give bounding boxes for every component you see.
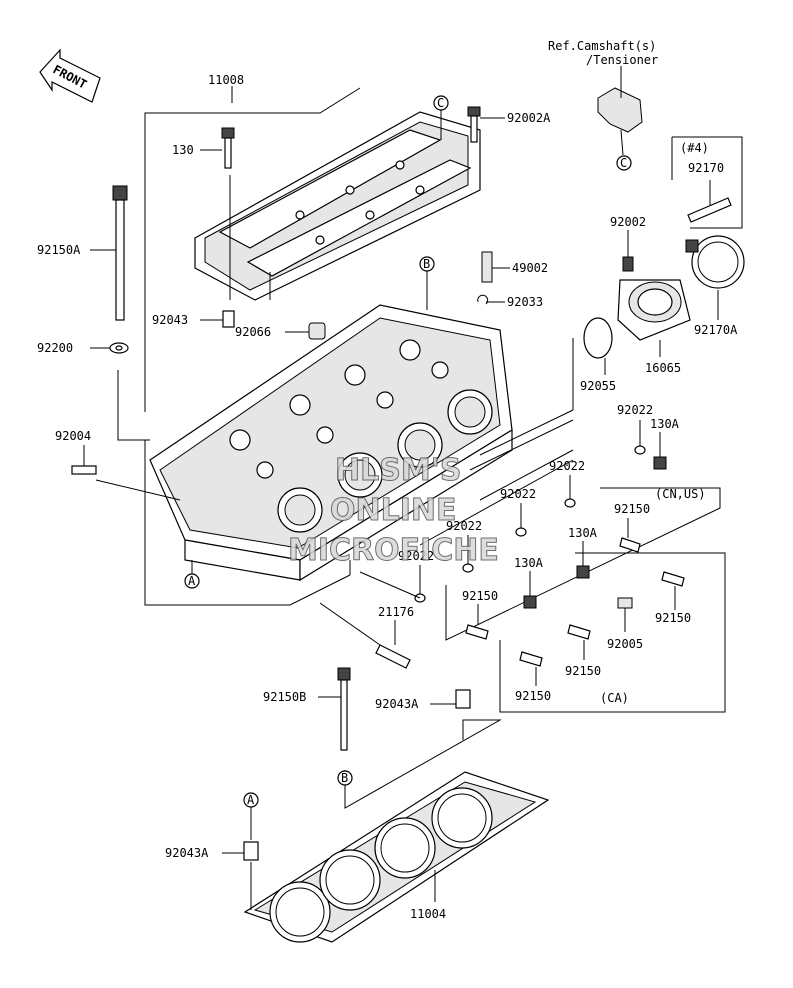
svg-text:MICROFICHE: MICROFICHE [288, 533, 499, 568]
ref-note-line2: /Tensioner [586, 53, 658, 67]
label-130a-3: 130A [514, 556, 544, 570]
dowel-92043a-2 [222, 841, 259, 861]
label-11004: 11004 [410, 907, 446, 921]
label-92022-2: 92022 [549, 459, 585, 473]
seal-92066 [285, 322, 326, 340]
label-92002a: 92002A [507, 111, 551, 125]
washer-92022-3 [515, 503, 527, 537]
label-92150-1: 92150 [614, 502, 650, 516]
plug-92150-3 [661, 571, 685, 610]
svg-text:B: B [341, 771, 348, 785]
plug-92150-2 [465, 604, 489, 640]
label-92005: 92005 [607, 637, 643, 651]
svg-text:ONLINE: ONLINE [330, 493, 457, 528]
circlip-92033 [477, 294, 505, 305]
label-92033: 92033 [507, 295, 543, 309]
callout-a-gasket: A [243, 792, 259, 910]
svg-text:C: C [437, 96, 444, 110]
bolt-130a-3 [523, 571, 537, 609]
label-49002: 49002 [512, 261, 548, 275]
label-92043a-1: 92043A [375, 697, 419, 711]
dowel-92043 [200, 310, 235, 328]
label-92150-3: 92150 [655, 611, 691, 625]
callout-a-head: A [184, 560, 200, 589]
cylinder-head-cover [194, 111, 481, 301]
label-92022-5: 92022 [398, 549, 434, 563]
watermark: HLSM'S ONLINE MICROFICHE [288, 453, 500, 569]
label-count-4: (#4) [680, 141, 709, 155]
washer-92022-2 [564, 475, 576, 508]
label-92150-2: 92150 [462, 589, 498, 603]
washer-92200 [90, 342, 129, 354]
label-130a-1: 130A [650, 417, 680, 431]
sensor-21176 [319, 571, 421, 669]
label-130a-2: 130A [568, 526, 598, 540]
washer-92022-4 [462, 535, 474, 573]
label-21176: 21176 [378, 605, 414, 619]
plug-92150-4 [567, 624, 591, 660]
callout-b-head: B [419, 256, 435, 310]
svg-text:HLSM'S: HLSM'S [335, 453, 461, 488]
holder-16065 [617, 279, 691, 357]
label-92170: 92170 [688, 161, 724, 175]
label-92043a-2: 92043A [165, 846, 209, 860]
label-ca: (CA) [600, 691, 629, 705]
label-92200: 92200 [37, 341, 73, 355]
label-92066: 92066 [235, 325, 271, 339]
label-92170a: 92170A [694, 323, 738, 337]
callout-c-cover: C [433, 95, 449, 140]
head-gasket [243, 771, 550, 943]
clamp-92170a [685, 235, 745, 320]
label-92150-4: 92150 [565, 664, 601, 678]
label-cn-us: (CN,US) [655, 487, 706, 501]
washer-92022-1 [634, 420, 646, 455]
label-92150a: 92150A [37, 243, 81, 257]
label-16065: 16065 [645, 361, 681, 375]
label-92022-3: 92022 [500, 487, 536, 501]
svg-text:A: A [188, 574, 196, 588]
svg-text:C: C [620, 156, 627, 170]
guide-49002 [481, 251, 510, 283]
ref-note-line1: Ref.Camshaft(s) [548, 39, 656, 53]
bolt-130a-1 [653, 432, 667, 470]
tensioner-bracket [597, 66, 643, 156]
bolt-92002a [467, 106, 505, 143]
callout-c-top: C [616, 155, 632, 171]
bolt-92150a [90, 185, 128, 321]
bolt-130a-2 [576, 541, 590, 579]
label-92043: 92043 [152, 313, 188, 327]
label-92004: 92004 [55, 429, 91, 443]
label-92022-1: 92022 [617, 403, 653, 417]
plug-92150-5 [519, 651, 543, 686]
svg-text:B: B [423, 257, 430, 271]
label-92022-4: 92022 [446, 519, 482, 533]
screw-92170 [687, 180, 732, 223]
cylinder-head [149, 304, 513, 582]
screw-92002 [622, 230, 634, 272]
label-92055: 92055 [580, 379, 616, 393]
front-arrow-icon: FRONT [39, 48, 101, 103]
plug-92005 [617, 597, 633, 632]
callout-b-gasket: B [337, 770, 353, 786]
bolt-92150b [318, 667, 351, 751]
label-92002: 92002 [610, 215, 646, 229]
label-92150b: 92150B [263, 690, 306, 704]
bolt-130 [200, 127, 235, 169]
dowel-92043a-1 [430, 689, 471, 709]
label-130: 130 [172, 143, 194, 157]
o-ring-92055 [583, 317, 613, 375]
plug-92150-1 [619, 518, 641, 553]
svg-text:A: A [247, 793, 255, 807]
stud-92004 [71, 445, 181, 501]
label-92150-5: 92150 [515, 689, 551, 703]
label-11008: 11008 [208, 73, 244, 87]
